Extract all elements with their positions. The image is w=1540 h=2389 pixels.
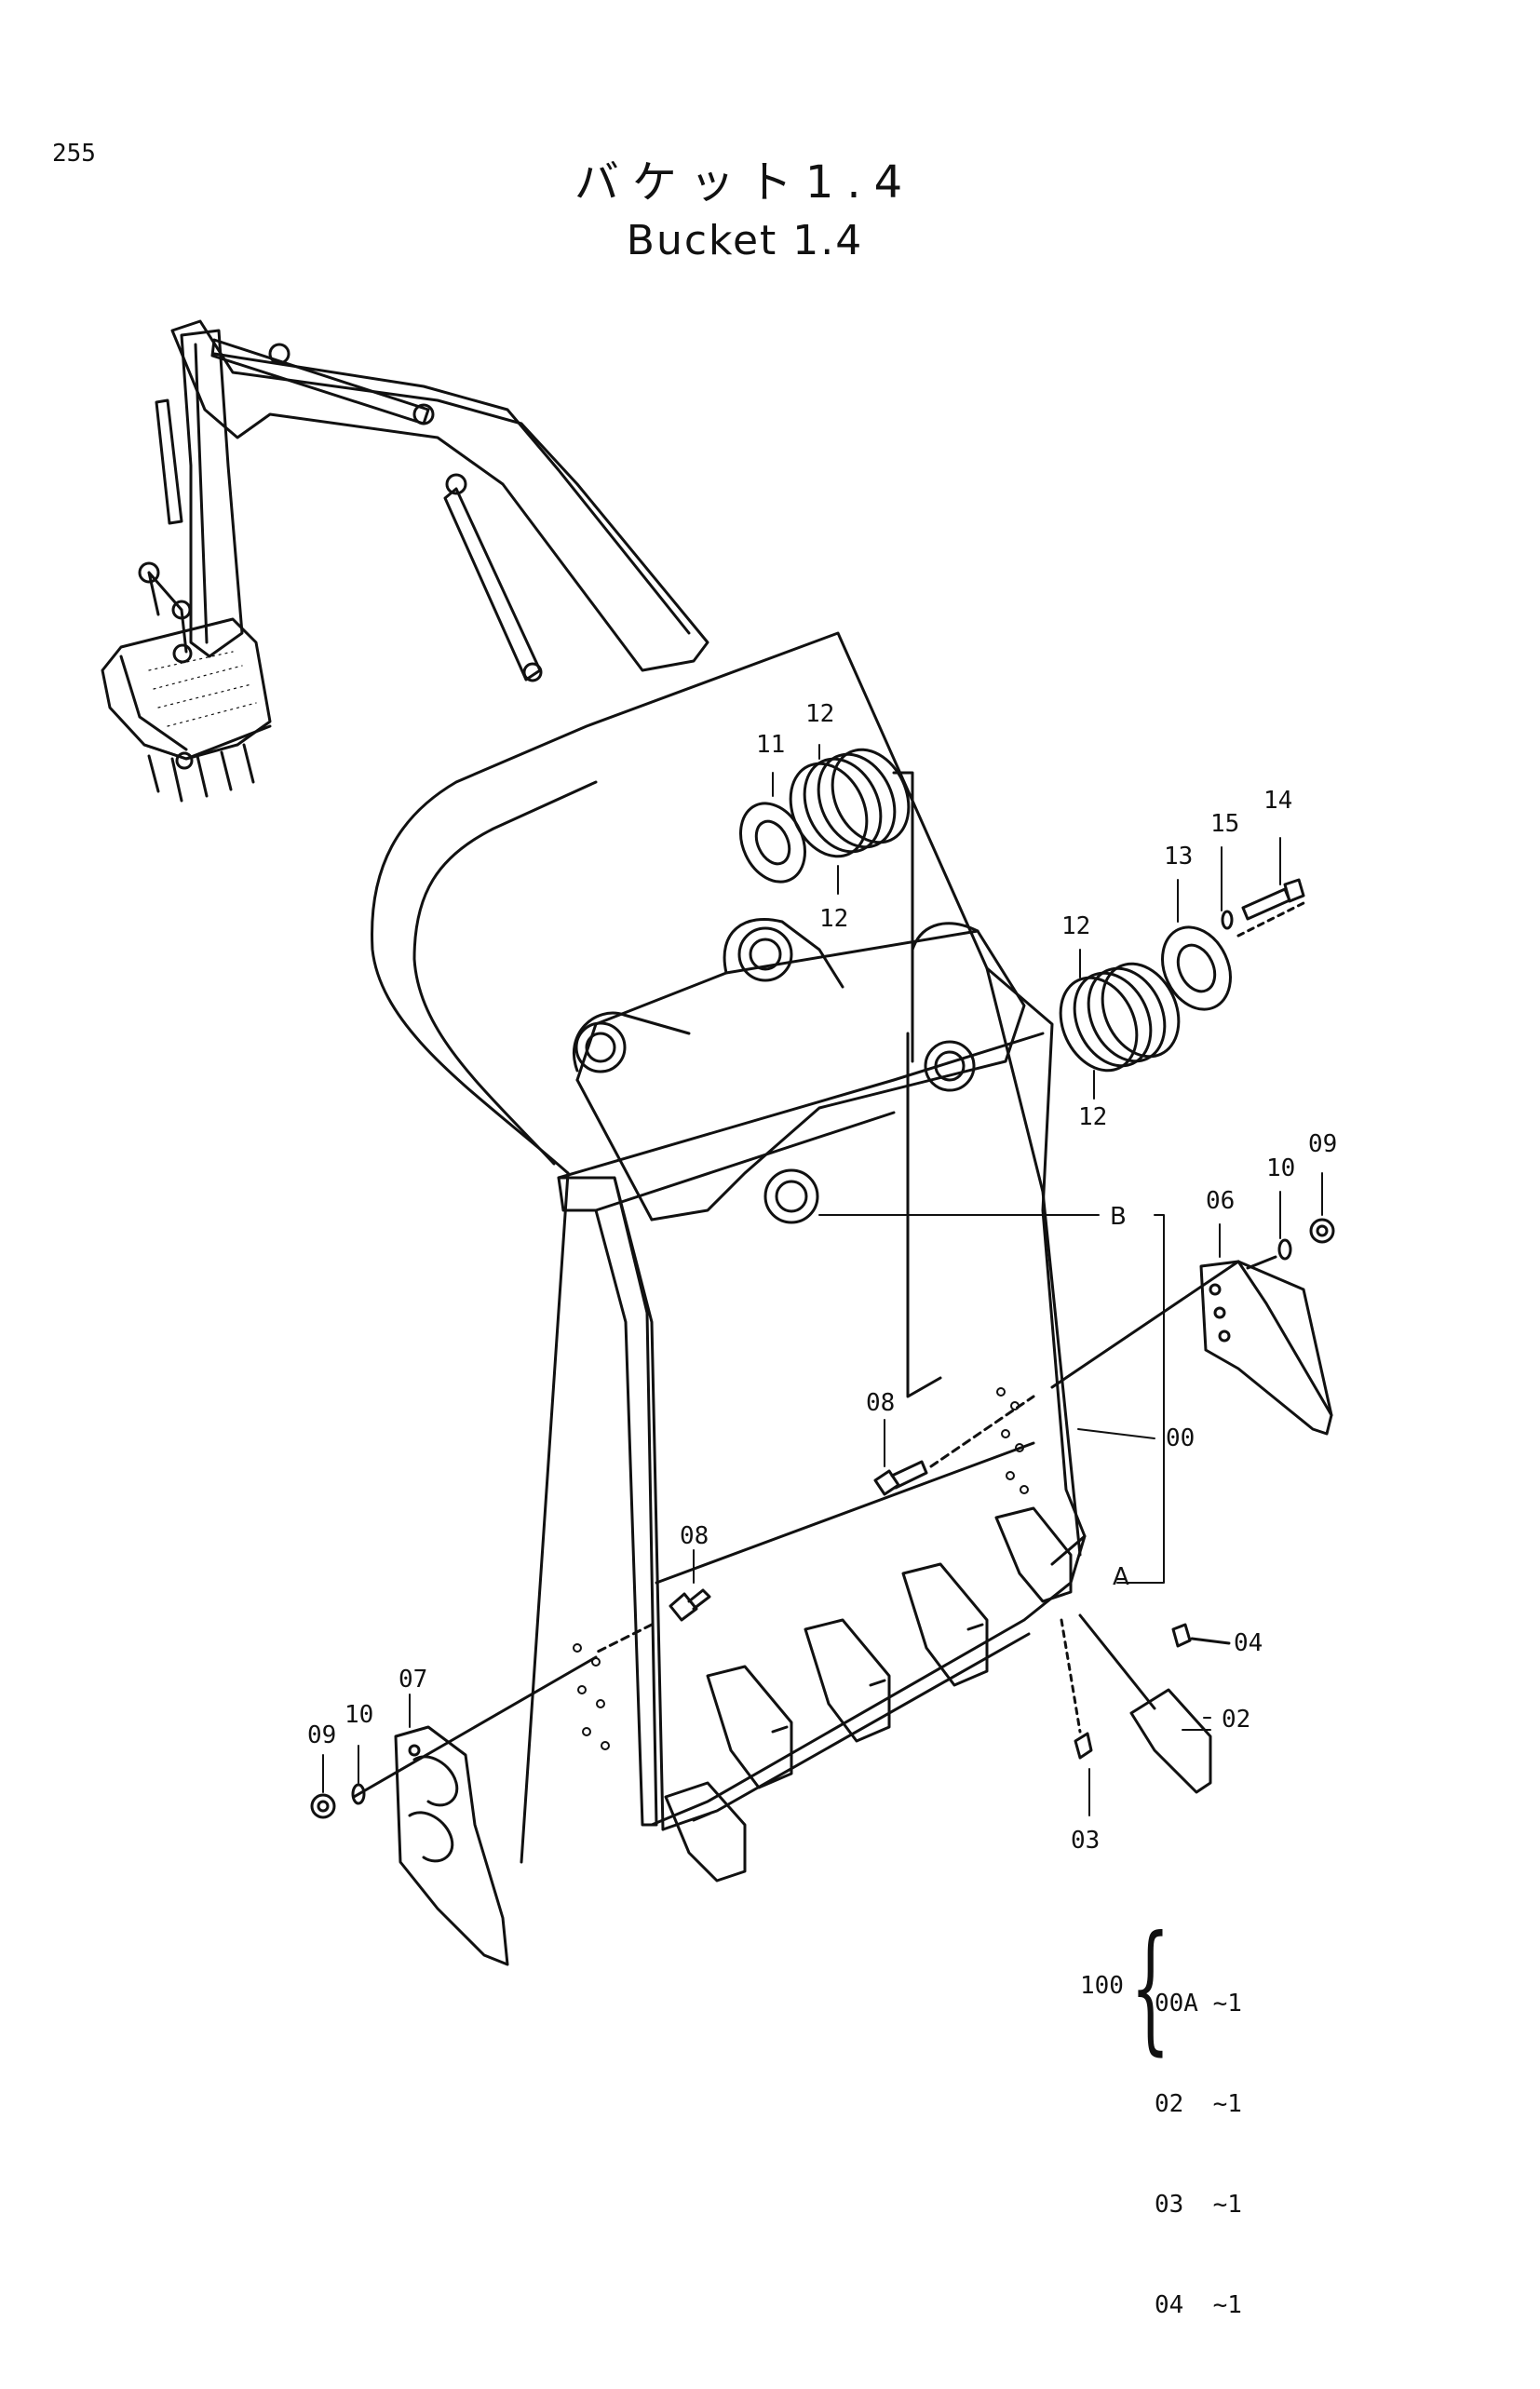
reference-B: B	[1110, 1203, 1127, 1231]
callout-12-right-lower: 12	[1078, 1103, 1107, 1131]
nut-right	[1309, 1218, 1335, 1244]
washer-top	[1221, 910, 1234, 930]
callout-00: 00	[1166, 1424, 1195, 1452]
nut-left	[310, 1793, 336, 1819]
tooth-pin	[1074, 1732, 1093, 1760]
tooth-lock	[1171, 1623, 1192, 1648]
kit-item-qty: ~1	[1212, 2090, 1242, 2118]
callout-12-left-lower: 12	[819, 905, 848, 933]
callout-10-left: 10	[344, 1701, 373, 1729]
bolt-right	[873, 1395, 1035, 1496]
kit-item: 02 ~1	[1155, 2087, 1242, 2121]
bucket-body	[371, 631, 1087, 1864]
callout-15: 15	[1210, 810, 1239, 838]
attachment-overview-illustration	[101, 319, 709, 803]
callout-06: 06	[1206, 1187, 1235, 1215]
callout-04: 04	[1234, 1629, 1263, 1657]
kit-list: 00A ~1 02 ~1 03 ~1 04 ~1	[1155, 1920, 1242, 2389]
callout-02: 02	[1222, 1706, 1250, 1734]
kit-item: 04 ~1	[1155, 2288, 1242, 2322]
reference-A: A	[1113, 1563, 1129, 1591]
bucket-teeth	[664, 1506, 1073, 1883]
kit-item-part: 00A	[1155, 1990, 1198, 2018]
kit-item: 03 ~1	[1155, 2188, 1242, 2221]
callout-09-left: 09	[307, 1721, 336, 1749]
callout-11: 11	[756, 731, 785, 759]
kit-item-part: 02	[1155, 2090, 1184, 2118]
kit-item-qty: ~1	[1212, 2291, 1242, 2319]
exploded-parts-diagram: 00 02 03 04 06 07 08 08 09 09 10 10 11 1…	[101, 319, 1337, 1966]
kit-item-qty: ~1	[1212, 2191, 1242, 2219]
page-number: 255	[52, 140, 96, 168]
bolt-left	[594, 1588, 711, 1654]
callout-08-right: 08	[866, 1389, 895, 1417]
title-block: バケット1.4 Bucket 1.4	[521, 158, 968, 264]
kit-code: 100	[1080, 1972, 1124, 2000]
kit-item-part: 04	[1155, 2291, 1184, 2319]
tooth-point	[1129, 1688, 1212, 1794]
kit-item-qty: ~1	[1212, 1990, 1242, 2018]
callout-10-right: 10	[1266, 1154, 1295, 1182]
side-cutter-right	[1050, 1260, 1333, 1436]
title-english: Bucket 1.4	[626, 216, 864, 264]
side-cutter-left	[352, 1655, 598, 1966]
callout-12-top: 12	[805, 700, 834, 728]
seal-and-shims-right	[1059, 901, 1305, 1073]
kit-item-part: 03	[1155, 2191, 1184, 2219]
callout-08-left: 08	[680, 1522, 709, 1550]
callout-14: 14	[1263, 787, 1292, 815]
callout-12-right-upper: 12	[1061, 912, 1090, 940]
callout-07: 07	[399, 1666, 427, 1694]
seal-and-shims-left	[739, 748, 942, 1398]
kit-item: 00A ~1	[1155, 1987, 1242, 2020]
washer-right	[1277, 1238, 1292, 1261]
callout-03: 03	[1071, 1827, 1100, 1855]
callout-13: 13	[1164, 843, 1193, 871]
callout-09-right: 09	[1308, 1130, 1337, 1158]
kit-brace: {	[1130, 1907, 1170, 2069]
title-japanese: バケット1.4	[574, 156, 916, 209]
washer-left	[351, 1783, 366, 1805]
